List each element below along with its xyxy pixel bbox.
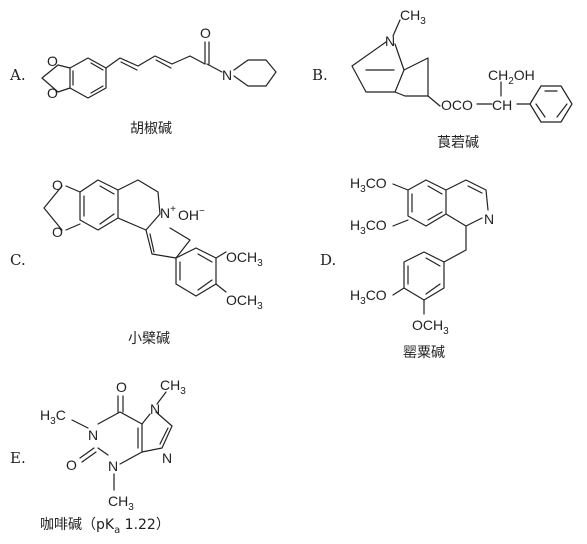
atom-h3co: H3CO — [350, 175, 387, 195]
option-a-letter: A. — [9, 66, 26, 84]
atom-n: N — [222, 67, 232, 83]
option-c-name: 小檗碱 — [128, 331, 170, 347]
atom-o: O — [200, 25, 211, 41]
atom-h3co: H3CO — [350, 217, 387, 237]
option-d-letter: D. — [320, 251, 336, 269]
atom-o: O — [47, 85, 58, 101]
atom-och3: OCH3 — [226, 292, 263, 312]
atom-oco: OCO — [441, 97, 473, 113]
atom-ch3: CH3 — [160, 377, 186, 397]
atom-oh-minus: OH− — [178, 206, 205, 223]
structure-a-piperine: A. O O O N 胡椒碱 — [9, 25, 277, 137]
atom-n-plus: N+ — [160, 204, 176, 221]
atom-h3c: H3C — [40, 407, 66, 427]
atom-n: N — [385, 33, 395, 49]
atom-o: O — [52, 224, 63, 240]
atom-och3: OCH3 — [412, 317, 449, 337]
atom-ch3: CH3 — [108, 493, 134, 513]
option-b-letter: B. — [312, 66, 328, 84]
atom-och3: OCH3 — [226, 249, 263, 269]
atom-n: N — [150, 401, 160, 417]
option-c-letter: C. — [10, 251, 26, 269]
atom-h3co: H3CO — [350, 287, 387, 307]
option-d-name: 罂粟碱 — [403, 345, 445, 361]
atom-n: N — [484, 211, 494, 227]
structure-c-berberine: C. O O N+ OH− OCH3 OCH3 小檗碱 — [10, 177, 263, 347]
atom-ch3: CH3 — [400, 7, 426, 27]
option-e-name: 咖啡碱（pKa 1.22） — [40, 517, 170, 536]
structure-d-papaverine: D. H3CO H3CO N H3CO OCH3 罂粟碱 — [320, 175, 494, 361]
atom-n: N — [108, 458, 118, 474]
option-b-name: 莨菪碱 — [437, 135, 479, 151]
option-a-name: 胡椒碱 — [130, 121, 172, 137]
atom-o: O — [47, 53, 58, 69]
atom-n: N — [162, 450, 172, 466]
atom-o: O — [66, 457, 77, 473]
atom-n: N — [88, 427, 98, 443]
atom-o: O — [116, 379, 127, 395]
atom-ch: CH — [492, 97, 512, 113]
option-e-letter: E. — [10, 449, 26, 467]
atom-o: O — [52, 177, 63, 193]
structure-e-caffeine: E. O N N O H3C CH3 N N CH3 咖啡碱（pKa 1.22） — [10, 377, 186, 536]
structure-b-hyoscyamine: B. N CH3 OCO CH CH2OH 莨菪碱 — [312, 7, 573, 151]
atom-ch2oh: CH2OH — [488, 67, 535, 87]
